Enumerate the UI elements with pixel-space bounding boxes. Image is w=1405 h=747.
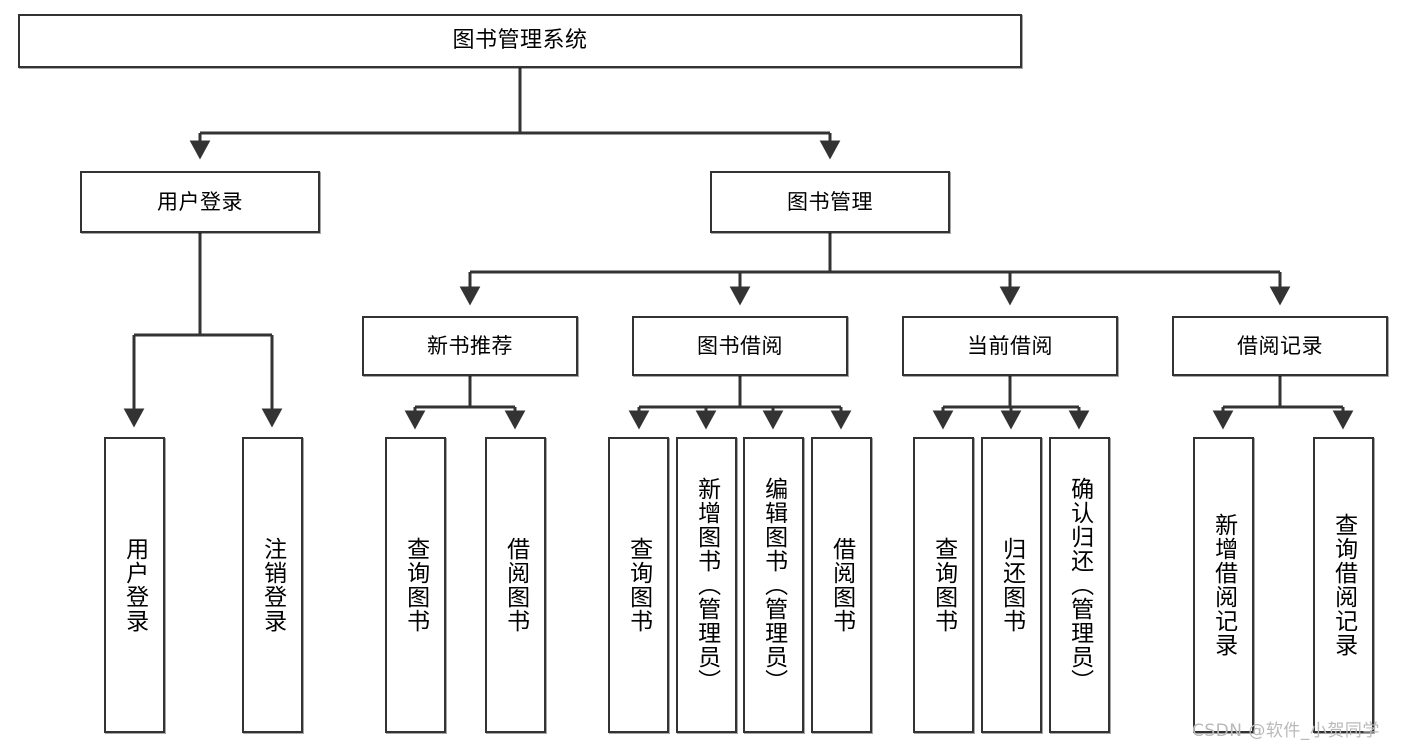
- node-label: 用户登录: [157, 189, 243, 214]
- node-label: 借阅图书: [502, 537, 529, 633]
- node-label: 编辑图书（管理员）: [760, 477, 787, 693]
- leaf-add-borrow-record[interactable]: 新增借阅记录: [1193, 437, 1254, 733]
- node-label: 新增图书（管理员）: [693, 477, 720, 693]
- node-label: 新增借阅记录: [1210, 513, 1237, 657]
- leaf-borrow-book-new[interactable]: 借阅图书: [485, 437, 546, 733]
- leaf-logout[interactable]: 注销登录: [242, 437, 303, 733]
- leaf-confirm-return-admin[interactable]: 确认归还（管理员）: [1049, 437, 1110, 733]
- node-label: 查询图书: [930, 537, 957, 633]
- node-label: 当前借阅: [967, 333, 1053, 358]
- watermark-text: CSDN @软件_小贺同学: [1192, 721, 1380, 741]
- leaf-edit-book-admin[interactable]: 编辑图书（管理员）: [743, 437, 804, 733]
- leaf-query-book-new[interactable]: 查询图书: [385, 437, 446, 733]
- node-label: 图书管理: [787, 189, 873, 214]
- node-label: 查询图书: [402, 537, 429, 633]
- node-label: 借阅图书: [828, 537, 855, 633]
- node-label: 查询借阅记录: [1330, 513, 1357, 657]
- node-borrow-records[interactable]: 借阅记录: [1172, 316, 1388, 376]
- leaf-return-book[interactable]: 归还图书: [981, 437, 1042, 733]
- node-label: 用户登录: [121, 537, 148, 633]
- leaf-query-book[interactable]: 查询图书: [608, 437, 669, 733]
- node-new-book-recommend[interactable]: 新书推荐: [362, 316, 578, 376]
- node-label: 图书管理系统: [452, 28, 588, 54]
- leaf-add-book-admin[interactable]: 新增图书（管理员）: [676, 437, 737, 733]
- node-label: 注销登录: [259, 537, 286, 633]
- leaf-user-login[interactable]: 用户登录: [104, 437, 165, 733]
- leaf-query-borrow-record[interactable]: 查询借阅记录: [1313, 437, 1374, 733]
- node-root-system[interactable]: 图书管理系统: [18, 14, 1022, 68]
- node-label: 确认归还（管理员）: [1066, 477, 1093, 693]
- node-label: 借阅记录: [1237, 333, 1323, 358]
- leaf-query-book-current[interactable]: 查询图书: [913, 437, 974, 733]
- node-label: 新书推荐: [427, 333, 513, 358]
- node-label: 图书借阅: [697, 333, 783, 358]
- node-book-borrow[interactable]: 图书借阅: [632, 316, 848, 376]
- node-book-management[interactable]: 图书管理: [710, 171, 950, 233]
- node-label: 查询图书: [625, 537, 652, 633]
- node-label: 归还图书: [998, 537, 1025, 633]
- leaf-borrow-book[interactable]: 借阅图书: [811, 437, 872, 733]
- node-current-borrow[interactable]: 当前借阅: [902, 316, 1118, 376]
- node-user-login[interactable]: 用户登录: [80, 171, 320, 233]
